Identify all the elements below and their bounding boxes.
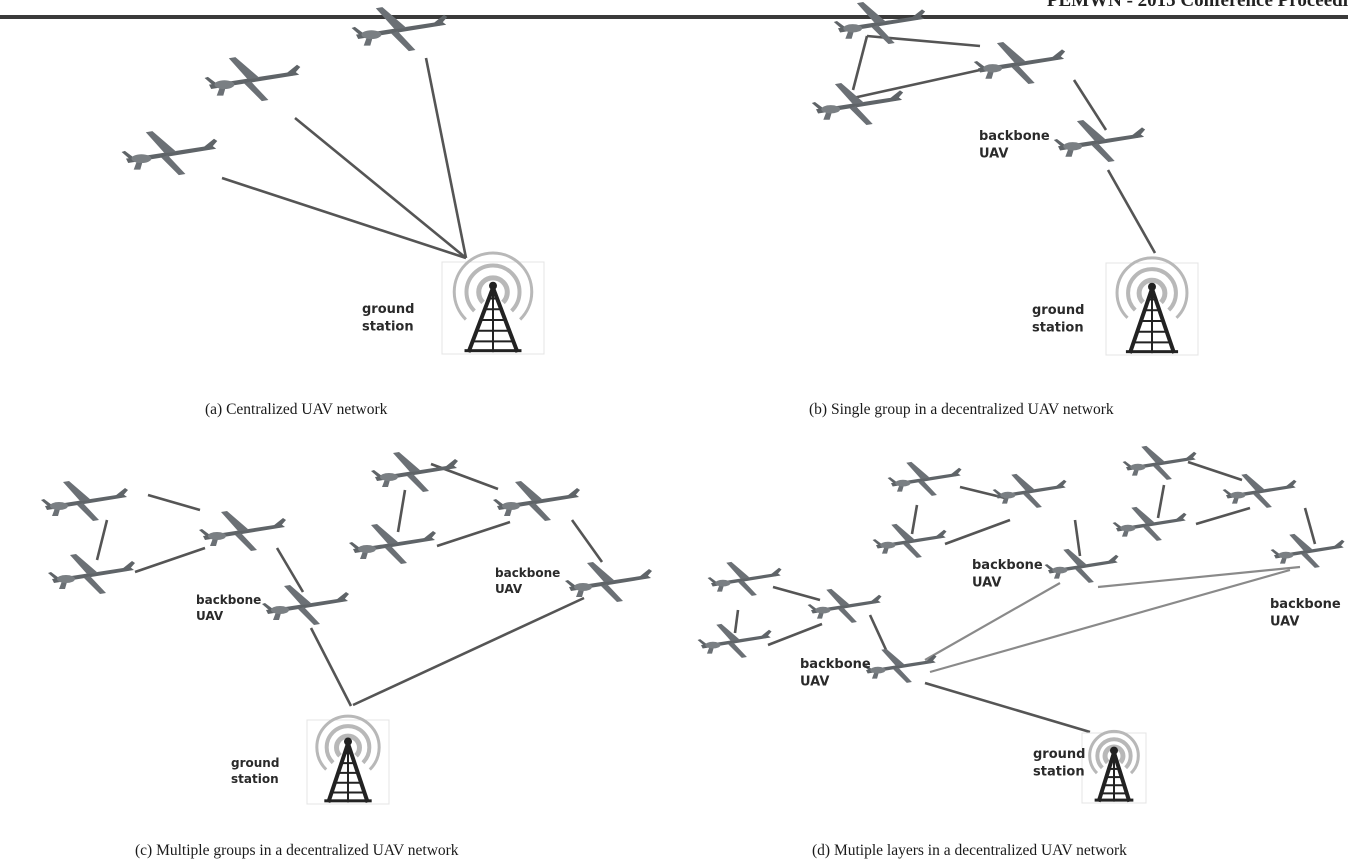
link-c7 — [396, 489, 407, 533]
caption-b: (b) Single group in a decentralized UAV … — [809, 401, 1114, 418]
link-c10 — [352, 596, 585, 707]
link-c5 — [309, 627, 353, 707]
uav-c3 — [48, 554, 135, 594]
wave-arc — [452, 251, 534, 321]
caption-d: (d) Mutiple layers in a decentralized UA… — [812, 842, 1127, 859]
uav-d9 — [707, 561, 782, 596]
page-header: PEMWN - 2015 Conference Proceedi — [868, 0, 1348, 18]
link-d11 — [733, 609, 740, 634]
link-d5 — [1187, 460, 1243, 482]
uav-d7 — [1112, 506, 1187, 541]
link-a2 — [294, 116, 467, 260]
link-d12 — [767, 622, 823, 647]
uav-a2 — [204, 57, 301, 102]
link-c1 — [147, 493, 201, 512]
wave-arc — [1115, 256, 1189, 319]
ground-station-tower-a — [441, 251, 545, 355]
uav-d12 — [862, 648, 937, 683]
wave-arc — [1126, 267, 1178, 312]
uav-c5 — [371, 452, 458, 492]
uav-d6 — [1222, 473, 1297, 508]
link-d8 — [1303, 507, 1317, 545]
wave-arc — [324, 724, 372, 765]
wave-arc — [315, 714, 381, 771]
link-c4 — [275, 547, 305, 593]
wave-arc — [464, 263, 522, 313]
wave-arc — [1088, 730, 1140, 775]
uav-d3 — [872, 523, 947, 558]
ground-station-tower-d — [1081, 730, 1147, 804]
wave-arc — [1136, 277, 1168, 305]
uav-c7 — [349, 524, 436, 564]
uav-b4 — [1053, 120, 1146, 163]
link-d13 — [868, 614, 889, 653]
uav-c2 — [199, 511, 286, 551]
uav-c8 — [565, 562, 652, 602]
caption-c: (c) Multiple groups in a decentralized U… — [135, 842, 459, 859]
uav-d4 — [1044, 548, 1119, 583]
wave-arc — [476, 275, 510, 305]
link-d4 — [1073, 519, 1082, 557]
link-c9 — [570, 519, 604, 563]
uav-c6 — [493, 481, 580, 521]
link-c8 — [436, 520, 511, 548]
header-text: PEMWN - 2015 Conference Proceedi — [1046, 0, 1348, 11]
uav-c1 — [41, 481, 128, 521]
uav-d5 — [1122, 445, 1197, 480]
ground-station-tower-c — [306, 714, 390, 805]
link-d14 — [924, 582, 1061, 661]
link-d10 — [772, 585, 821, 602]
link-d16 — [924, 681, 1091, 734]
link-d3 — [944, 518, 1011, 546]
uav-b2 — [973, 42, 1066, 85]
link-c3 — [134, 546, 206, 574]
link-c2 — [95, 519, 109, 561]
link-b2 — [851, 35, 869, 91]
link-d2 — [910, 504, 919, 535]
uav-d2 — [992, 473, 1067, 508]
link-a1 — [221, 176, 467, 260]
wave-arc — [1095, 737, 1133, 770]
uav-c4 — [262, 585, 349, 625]
link-b4 — [1072, 79, 1108, 131]
uav-a3 — [351, 7, 448, 52]
link-d6 — [1156, 484, 1166, 519]
caption-a: (a) Centralized UAV network — [205, 401, 388, 418]
link-b5 — [1106, 169, 1157, 254]
ground-station-tower-b — [1105, 256, 1199, 356]
uav-d1 — [887, 461, 962, 496]
uav-a1 — [121, 131, 218, 176]
link-d9 — [1097, 565, 1301, 589]
link-d15 — [929, 568, 1291, 674]
header-rule — [0, 15, 1348, 19]
link-b3 — [852, 68, 981, 100]
link-a3 — [424, 57, 468, 259]
uav-d8 — [1270, 533, 1345, 568]
link-d7 — [1195, 506, 1251, 526]
wave-arc — [334, 733, 362, 758]
